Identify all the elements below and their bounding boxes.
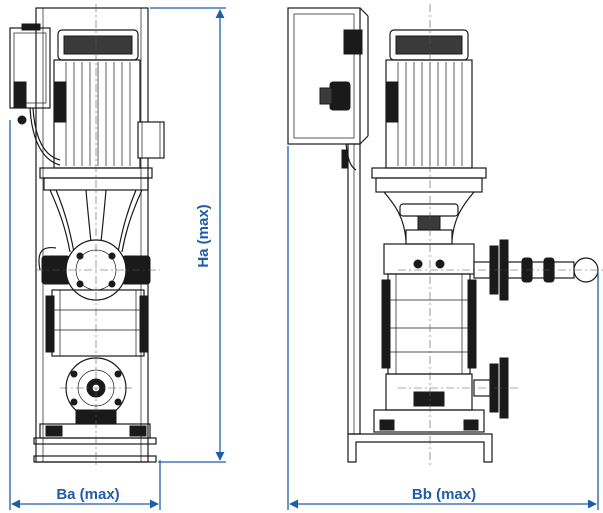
ba-dimension: Ba (max) (9, 120, 161, 510)
ha-label: Ha (max) (195, 204, 212, 267)
front-base (33, 423, 157, 463)
front-view (9, 4, 165, 466)
front-motor (53, 29, 165, 169)
ba-label: Ba (max) (56, 486, 119, 503)
front-lantern (39, 167, 153, 253)
side-view (287, 4, 603, 466)
side-base (347, 409, 493, 463)
side-control-box (287, 7, 369, 171)
bb-label: Bb (max) (412, 486, 476, 503)
front-pump-body (45, 289, 149, 357)
ha-dimension: Ha (max) (150, 7, 226, 463)
side-motor (385, 29, 473, 169)
side-pump-body (381, 243, 477, 411)
side-lantern (371, 167, 487, 269)
control-box (9, 23, 61, 166)
bb-dimension: Bb (max) (287, 146, 599, 510)
